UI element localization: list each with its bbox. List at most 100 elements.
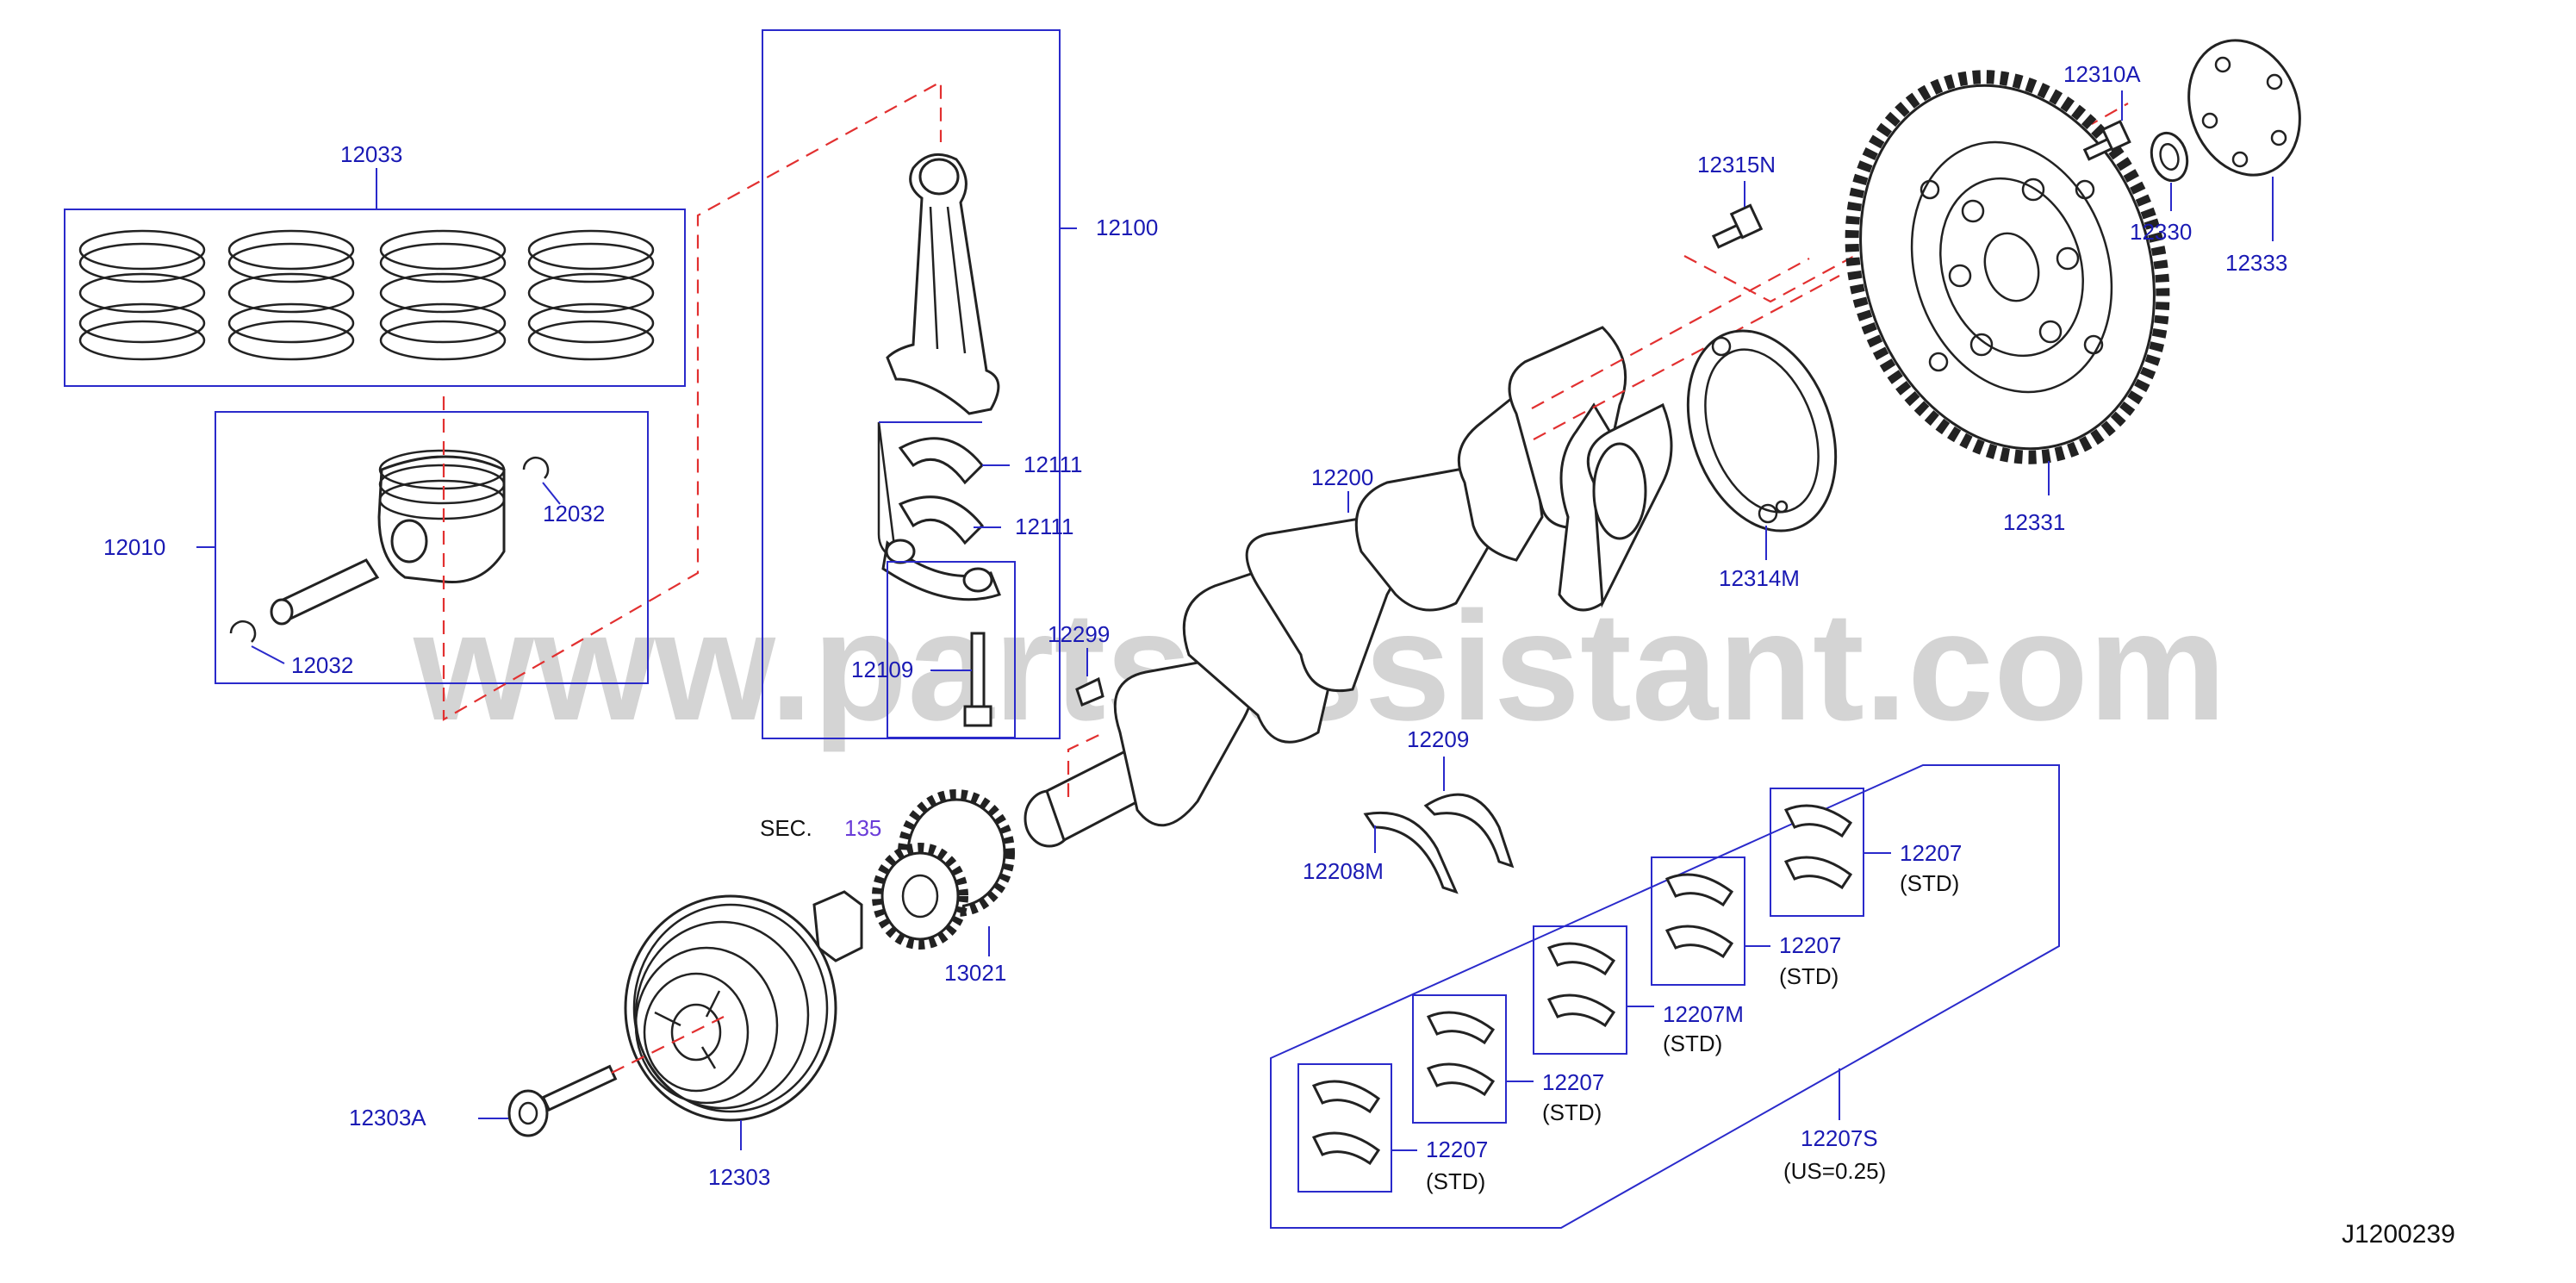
pilot-bushing-icon	[2150, 131, 2189, 183]
bearing-shell-icon	[1783, 804, 1853, 838]
part-number-bearing-1[interactable]: 12207	[1900, 840, 1962, 866]
diagram-code: J1200239	[2342, 1220, 2455, 1249]
bearing-shell-icon	[1783, 856, 1853, 890]
piston-group[interactable]: 12010 12032 12032	[103, 411, 649, 684]
crank-sprocket-icon	[812, 789, 1015, 962]
bearing-shell-icon	[1664, 873, 1734, 907]
main-bearing-2[interactable]: 12207 (STD)	[1651, 856, 1841, 989]
connecting-rod-group[interactable]: 12100 12111 12111 12109	[762, 29, 1158, 739]
part-number-crankshaft[interactable]: 12200	[1311, 464, 1373, 490]
part-number-key[interactable]: 12299	[1048, 621, 1110, 647]
thrust-washer-upper-icon	[1423, 793, 1515, 869]
main-bearing-5[interactable]: 12207 (STD)	[1297, 1063, 1488, 1194]
part-number-pilot-bolt[interactable]: 12310A	[2063, 61, 2141, 87]
bearing-set-note: (US=0.25)	[1783, 1158, 1886, 1184]
pilot-bolt-group[interactable]: 12310A	[2063, 61, 2141, 161]
bearing-2-note: (STD)	[1779, 963, 1839, 989]
bearing-4-box	[1412, 994, 1507, 1124]
snap-ring-bottom-icon	[229, 620, 257, 643]
part-number-pulley-bolt[interactable]: 12303A	[349, 1105, 426, 1130]
part-number-bearing-5[interactable]: 12207	[1426, 1137, 1488, 1162]
thrust-washer-lower-icon	[1363, 811, 1459, 894]
crank-sprocket-group[interactable]: 13021	[812, 789, 1015, 986]
part-number-rings[interactable]: 12033	[340, 141, 402, 167]
part-number-signal-plate[interactable]: 12314M	[1719, 565, 1800, 591]
bearing-shell-icon	[1546, 993, 1616, 1028]
part-number-snap-ring-bottom[interactable]: 12032	[291, 652, 353, 678]
part-number-pulley[interactable]: 12303	[708, 1164, 770, 1190]
main-bearing-4[interactable]: 12207 (STD)	[1412, 994, 1604, 1125]
reinforce-plate-icon	[2187, 39, 2301, 177]
part-number-pilot-bushing[interactable]: 12330	[2130, 219, 2192, 245]
rod-bolt-icon	[963, 632, 992, 727]
sec-reference[interactable]: SEC. 135	[760, 815, 881, 841]
bearing-set-outline	[1270, 764, 2060, 1229]
key-assembly-line	[1067, 732, 1105, 797]
pilot-bushing-group[interactable]: 12330	[2130, 129, 2193, 245]
bearing-shell-icon	[1311, 1080, 1381, 1114]
part-number-rod-bolt[interactable]: 12109	[851, 657, 913, 682]
rod-bearing-upper-icon	[898, 437, 985, 485]
part-number-rod-bearing-lower[interactable]: 12111	[1015, 514, 1073, 539]
bearing-bracket	[877, 421, 898, 563]
crank-pulley-group[interactable]: 12303	[624, 894, 837, 1190]
assembly-line-piston	[442, 80, 943, 721]
signal-plate-group[interactable]: 12314M	[1662, 310, 1862, 591]
thrust-washer-upper-group[interactable]: 12209	[1407, 726, 1515, 869]
main-bearing-1[interactable]: 12207 (STD)	[1770, 788, 1962, 917]
ring-set-icon	[78, 229, 655, 361]
bearing-5-note: (STD)	[1426, 1168, 1485, 1194]
bearing-shell-icon	[1664, 925, 1734, 959]
crank-pulley-icon	[624, 894, 837, 1122]
part-number-reinforce-plate[interactable]: 12333	[2225, 250, 2287, 276]
bearing-shell-icon	[1426, 1011, 1496, 1045]
bearing-3-note: (STD)	[1663, 1031, 1722, 1056]
sec-number[interactable]: 135	[844, 815, 881, 841]
part-number-piston[interactable]: 12010	[103, 534, 165, 560]
flywheel-bolt-group[interactable]: 12315N	[1697, 152, 1776, 249]
part-number-bearing-set[interactable]: 12207S	[1801, 1125, 1878, 1151]
rod-cap-icon	[881, 539, 1001, 601]
snap-ring-top-icon	[522, 456, 550, 479]
rings-box	[64, 209, 686, 387]
part-number-bearing-2[interactable]: 12207	[1779, 932, 1841, 958]
bearing-1-note: (STD)	[1900, 870, 1959, 896]
bearing-shell-icon	[1426, 1062, 1496, 1097]
flywheel-bolt-icon	[1711, 203, 1764, 249]
bearing-4-note: (STD)	[1542, 1099, 1602, 1125]
part-number-bearing-4[interactable]: 12207	[1542, 1069, 1604, 1095]
woodruff-key-icon	[1075, 676, 1104, 707]
assembly-line-crank-2	[1533, 275, 1840, 440]
connecting-rod-icon	[886, 153, 1000, 415]
part-number-thrust-washer-upper[interactable]: 12209	[1407, 726, 1469, 752]
key-group[interactable]: 12299	[1048, 621, 1110, 707]
reinforce-plate-group[interactable]: 12333	[2170, 25, 2318, 276]
flywheel-group[interactable]: 12331	[1804, 36, 2211, 535]
main-bearing-set-group[interactable]: 12207 (STD) 12207 (STD) 12207M (STD)	[1270, 764, 2060, 1229]
bearing-2-box	[1651, 856, 1745, 986]
sec-label: SEC.	[760, 815, 812, 841]
part-number-crank-sprocket[interactable]: 13021	[944, 960, 1006, 986]
bearing-5-box	[1297, 1063, 1392, 1193]
signal-plate-icon	[1686, 329, 1838, 533]
pulley-bolt-icon	[507, 1064, 618, 1137]
part-number-snap-ring-top[interactable]: 12032	[543, 501, 605, 526]
part-number-thrust-washer-lower[interactable]: 12208M	[1303, 858, 1384, 884]
thrust-washer-lower-group[interactable]: 12208M	[1303, 811, 1459, 894]
rod-bearing-lower-icon	[898, 495, 985, 545]
crankshaft-group[interactable]: 12200	[1024, 326, 1673, 848]
assembly-line-crank-1	[1531, 258, 1810, 409]
part-number-flywheel[interactable]: 12331	[2003, 509, 2065, 535]
piston-pin-icon	[270, 558, 380, 626]
piston-rings-group[interactable]: 12033	[64, 141, 686, 387]
rod-cap-box	[887, 561, 1016, 738]
pulley-bolt-group[interactable]: 12303A	[349, 1016, 725, 1137]
flywheel-icon	[1845, 70, 2170, 464]
part-number-flywheel-bolt[interactable]: 12315N	[1697, 152, 1776, 178]
part-number-rod-bearing-upper[interactable]: 12111	[1024, 452, 1082, 477]
part-number-connecting-rod[interactable]: 12100	[1096, 215, 1158, 240]
main-bearing-3[interactable]: 12207M (STD)	[1533, 925, 1744, 1056]
part-number-bearing-3[interactable]: 12207M	[1663, 1001, 1744, 1027]
